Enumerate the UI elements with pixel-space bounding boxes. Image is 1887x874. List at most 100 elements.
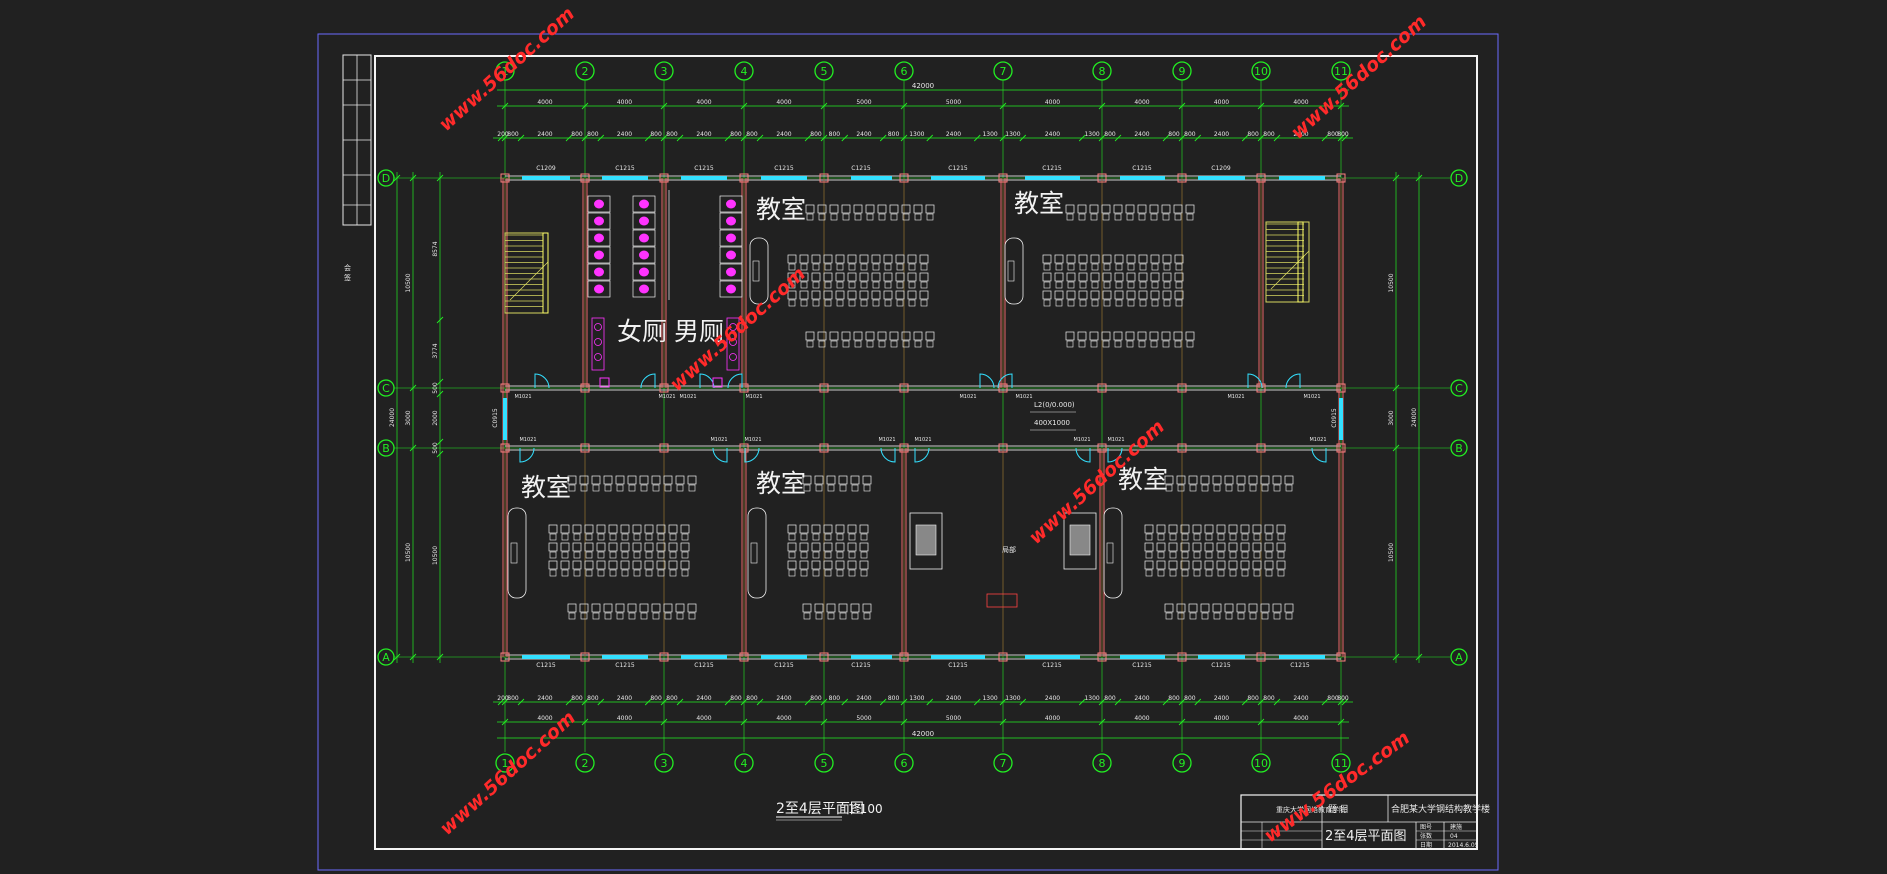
dim-bottom-bays-text-9: 4000 <box>1293 715 1308 722</box>
column-1 <box>580 173 590 183</box>
desk-80 <box>847 290 857 300</box>
desk-528 <box>1284 603 1294 613</box>
desk-62 <box>883 272 893 282</box>
chair-373 <box>860 533 868 541</box>
chair-95 <box>806 340 814 348</box>
podium-desk-4 <box>1106 542 1114 564</box>
chair-487 <box>1157 569 1165 577</box>
room-label-classroom-2: 教室 <box>1014 189 1064 218</box>
chair-7 <box>842 213 850 221</box>
door-lower-1 <box>712 447 728 463</box>
axis-label-top-1: 1 <box>502 65 509 78</box>
dim-top-overall-text: 42000 <box>912 82 934 90</box>
chair-137 <box>1186 213 1194 221</box>
desk-408 <box>838 603 848 613</box>
dim-top-detail-text-15: 800 <box>888 131 900 138</box>
chair-101 <box>842 340 850 348</box>
chair-201 <box>1127 299 1135 307</box>
chair-157 <box>1151 263 1159 271</box>
desk-354 <box>838 475 848 485</box>
axis-bubble-top-3 <box>654 61 674 81</box>
chair-207 <box>1163 299 1171 307</box>
axis-bubble-left-C <box>377 379 395 397</box>
desk-202 <box>1138 290 1148 300</box>
chair-363 <box>800 533 808 541</box>
chair-81 <box>848 299 856 307</box>
desk-412 <box>862 603 872 613</box>
chair-155 <box>1139 263 1147 271</box>
window-side-left <box>503 398 507 440</box>
axis-bubble-left-A <box>377 648 395 666</box>
chair-355 <box>839 484 847 492</box>
desk-116 <box>1065 204 1075 214</box>
chair-61 <box>872 281 880 289</box>
desk-486 <box>1156 560 1166 570</box>
window-label-top-0: C1209 <box>536 165 556 172</box>
axis-bubble-top-5 <box>814 61 834 81</box>
title-block-cell-2: 建施 <box>1450 823 1462 831</box>
window-bottom-4 <box>851 655 892 659</box>
column-3 <box>739 652 749 662</box>
chair-281 <box>561 551 569 559</box>
desk-38 <box>883 254 893 264</box>
axis-label-right-C: C <box>1455 382 1463 395</box>
desk-14 <box>889 204 899 214</box>
chair-103 <box>854 340 862 348</box>
desk-214 <box>1089 331 1099 341</box>
axis-label-top-4: 4 <box>741 65 748 78</box>
chair-239 <box>604 484 612 492</box>
chair-351 <box>815 484 823 492</box>
axis-bubble-top-11 <box>1331 61 1351 81</box>
axis-bubble-right-C <box>1450 379 1468 397</box>
axis-bubble-bottom-2 <box>575 753 595 773</box>
desk-192 <box>1078 290 1088 300</box>
chair-263 <box>597 533 605 541</box>
desk-312 <box>608 560 618 570</box>
dim-top-detail-text-4: 800 <box>587 131 599 138</box>
dim-bottom-detail-text-7: 800 <box>666 695 678 702</box>
chair-47 <box>788 281 796 289</box>
chair-35 <box>860 263 868 271</box>
chair-225 <box>1150 340 1158 348</box>
dim-top-bays-text-3: 4000 <box>776 99 791 106</box>
toilet-m-2-box <box>719 229 743 247</box>
dim-bottom-detail-text-6: 800 <box>650 695 662 702</box>
chair-257 <box>561 533 569 541</box>
stamp-char-2: 签 <box>344 273 351 282</box>
desk-344 <box>675 603 685 613</box>
dim-bottom-detail-tick-20 <box>1019 698 1027 706</box>
desk-520 <box>1236 603 1246 613</box>
desk-182 <box>1162 272 1172 282</box>
dim-bottom-detail-text-10: 800 <box>746 695 758 702</box>
door-label-upper-7: M1021 <box>1303 394 1320 400</box>
desk-470 <box>1204 542 1214 552</box>
dim-bottom-detail-text-4: 800 <box>587 695 599 702</box>
axis-bubble-bottom-9 <box>1172 753 1192 773</box>
chair-287 <box>597 551 605 559</box>
desk-126 <box>1125 204 1135 214</box>
chair-247 <box>652 484 660 492</box>
column-10 <box>1336 383 1346 393</box>
sink-w-0 <box>594 323 602 331</box>
desk-474 <box>1228 542 1238 552</box>
desk-478 <box>1252 542 1262 552</box>
chair-383 <box>836 551 844 559</box>
chair-27 <box>812 263 820 271</box>
chair-339 <box>640 612 648 620</box>
room-label-classroom-5: 教室 <box>1118 465 1168 494</box>
watermark-2: www.56doc.com <box>1287 11 1431 144</box>
dim-top-detail-text-31: 800 <box>1337 131 1349 138</box>
chair-283 <box>573 551 581 559</box>
chair-179 <box>1139 281 1147 289</box>
dim-top-detail-tick-8 <box>676 134 684 142</box>
desk-336 <box>627 603 637 613</box>
dim-bottom-bays-text-8: 4000 <box>1214 715 1229 722</box>
watermarks: www.56doc.com www.56doc.com www.56doc.co… <box>435 3 1431 847</box>
desk-374 <box>787 542 797 552</box>
dim-top-detail-text-13: 800 <box>829 131 841 138</box>
desk-172 <box>1102 272 1112 282</box>
desk-102 <box>853 331 863 341</box>
chair-49 <box>800 281 808 289</box>
desk-46 <box>787 272 797 282</box>
axis-bubble-right-A <box>1450 648 1468 666</box>
